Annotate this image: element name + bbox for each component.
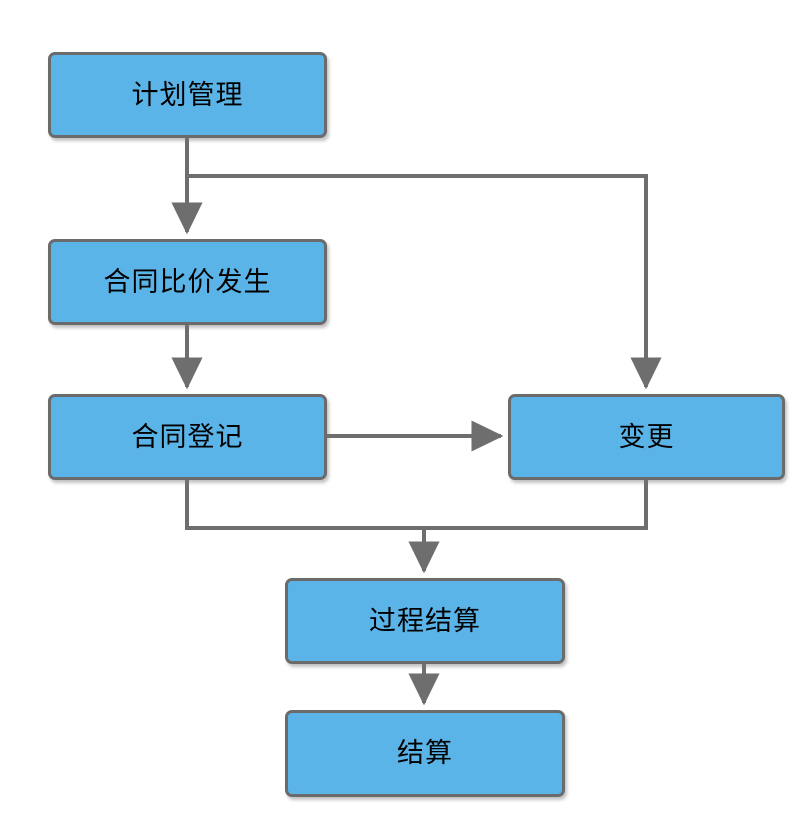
node-contract-bidding[interactable]: 合同比价发生 xyxy=(48,239,327,325)
node-label: 变更 xyxy=(618,421,675,453)
node-label: 合同登记 xyxy=(131,421,244,453)
node-label: 结算 xyxy=(397,738,453,769)
node-change[interactable]: 变更 xyxy=(508,394,785,480)
node-settlement[interactable]: 结算 xyxy=(285,710,565,797)
node-label: 过程结算 xyxy=(369,605,481,637)
node-label: 计划管理 xyxy=(131,79,244,111)
node-contract-register[interactable]: 合同登记 xyxy=(48,394,327,480)
edge-register-to-process xyxy=(185,480,424,530)
node-label: 合同比价发生 xyxy=(103,266,272,298)
edge-change-to-process xyxy=(424,480,648,530)
node-process-settlement[interactable]: 过程结算 xyxy=(285,578,565,664)
node-plan-management[interactable]: 计划管理 xyxy=(48,52,327,138)
